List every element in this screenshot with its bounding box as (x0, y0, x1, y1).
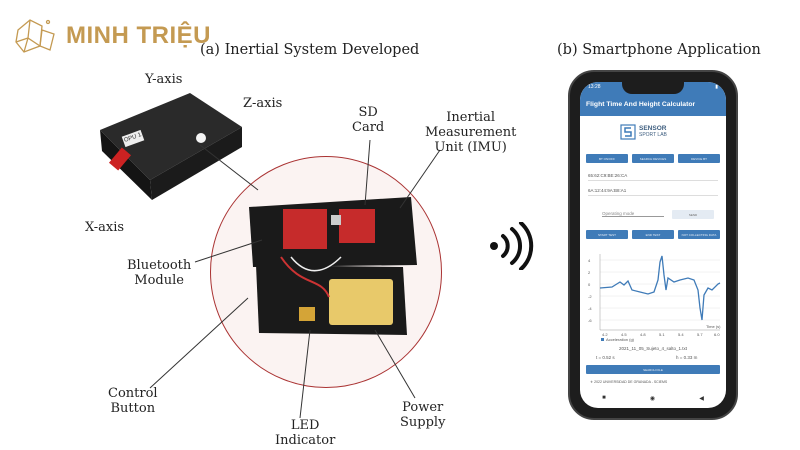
x-tick: 4.2 (602, 332, 608, 337)
led-label-line1: LED (290, 418, 320, 433)
footer-text: ⚜ 2022 UNIVERSIDAD DE GRANADA - SCIEMS (590, 380, 668, 384)
sd-card-label-line1: SD (358, 105, 378, 120)
legend-label: Acceleration (g) (606, 337, 635, 342)
x-axis-label: X-axis (85, 220, 125, 235)
app-screen: Flight Time And Height Calculator 13:28 ▮… (580, 82, 726, 408)
watermark-logo: MINH TRIỆU (12, 16, 211, 56)
nav-bar: ■ ◉ ◀ (580, 395, 726, 402)
search-devices-button[interactable]: SEARCH DEVICES (632, 154, 674, 163)
bluetooth-label-line2: Module (134, 273, 184, 288)
recents-icon[interactable]: ■ (602, 395, 606, 401)
x-axis-label: Time (s) (706, 324, 721, 329)
footer-label: 2022 UNIVERSIDAD DE GRANADA - SCIEMS (594, 380, 668, 384)
start-test-button[interactable]: START TEST (586, 230, 628, 239)
x-tick: 4.5 (621, 332, 627, 337)
sd-card-label-line2: Card (352, 120, 385, 135)
panel-b-title: (b) Smartphone Application (557, 42, 761, 58)
x-tick: 5.4 (678, 332, 684, 337)
search-file-button[interactable]: SEARCH FILE (586, 365, 720, 374)
device-address-1[interactable]: 65:62:C9:BE:26:CA (588, 173, 628, 178)
y-tick: -4 (588, 306, 592, 311)
sensor-logo-icon (620, 124, 636, 140)
panel-a-title: (a) Inertial System Developed (200, 42, 420, 58)
divider (588, 195, 718, 196)
power-label-line1: Power (402, 400, 444, 415)
control-label-line1: Control (108, 386, 158, 401)
y-tick: 2 (588, 270, 591, 275)
back-icon[interactable]: ◀ (699, 396, 704, 402)
battery-icon: ▮ (715, 84, 718, 90)
open-device-photo (249, 197, 417, 335)
leader-lines (149, 139, 441, 419)
legend-swatch (601, 338, 604, 341)
app-title: Flight Time And Height Calculator (586, 101, 696, 108)
bluetooth-label-line1: Bluetooth (127, 258, 192, 273)
end-test-button[interactable]: END TEST (632, 230, 674, 239)
device-address-2[interactable]: 6A:12:44:9A:B8:A1 (588, 188, 627, 193)
z-axis-label: Z-axis (243, 96, 283, 111)
bt-toggle-button[interactable]: BT ON/OFF (586, 154, 628, 163)
x-tick: 5.1 (659, 332, 665, 337)
x-tick: 6.0 (714, 332, 720, 337)
imu-label-line1: Inertial (446, 110, 496, 125)
power-label-line2: Supply (400, 415, 446, 430)
device-interior-inset (210, 156, 442, 388)
logo-line1: SENSOR (639, 125, 667, 132)
device-bt-button[interactable]: DEVICE BT (678, 154, 720, 163)
imu-label-line2: Measurement (425, 125, 517, 140)
y-tick: 0 (588, 282, 591, 287)
height-value: h = 0.33 m (676, 355, 698, 360)
x-tick: 5.7 (697, 332, 703, 337)
phone-notch (622, 82, 684, 94)
watermark-text: MINH TRIỆU (66, 22, 211, 49)
sensor-device-photo (100, 93, 242, 200)
led-label-line2: Indicator (275, 433, 336, 448)
control-label-line2: Button (110, 401, 156, 416)
collecting-status-button[interactable]: NOT COLLECTING DATA (678, 230, 720, 239)
status-time: 13:28 (588, 84, 601, 90)
divider (588, 180, 718, 181)
y-tick: -6 (588, 318, 592, 323)
home-icon[interactable]: ◉ (649, 396, 656, 402)
send-mode-button[interactable]: SEND (672, 210, 714, 219)
flight-time-value: t = 0.52 s (596, 355, 615, 360)
x-tick: 4.8 (640, 332, 646, 337)
y-tick: -2 (588, 294, 592, 299)
logo-line2: SPORT LAB (639, 132, 667, 138)
imu-label-line3: Unit (IMU) (434, 140, 507, 155)
crystal-logo-icon (15, 19, 55, 53)
smartphone: Flight Time And Height Calculator 13:28 ▮… (568, 70, 738, 420)
y-axis-label: Y-axis (145, 72, 183, 87)
file-name: 2021_11_05_Sujeto_4_salto_1.txt (619, 346, 687, 351)
acceleration-series-line (599, 255, 721, 321)
y-tick: 4 (588, 258, 591, 263)
wireless-signal-icon (490, 222, 534, 270)
operating-mode-input[interactable]: Operating mode (602, 211, 664, 217)
acceleration-chart: 4 2 0 -2 -4 -6 4.2 4.5 4.8 5.1 5.4 5.7 6… (588, 254, 721, 342)
status-bar: 13:28 ▮ (588, 84, 718, 90)
